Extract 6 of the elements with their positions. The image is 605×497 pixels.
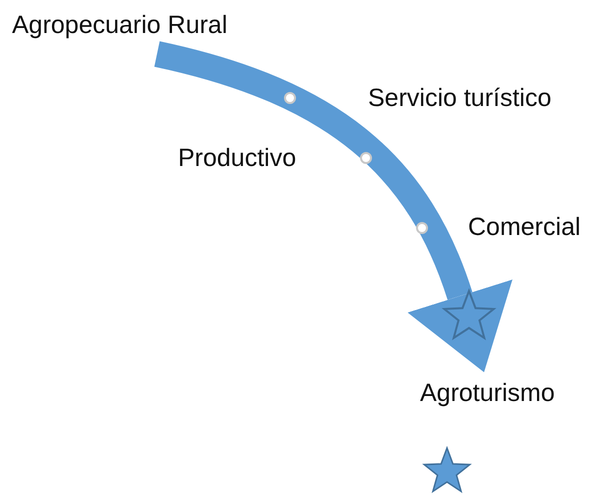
stage-label: Comercial [468, 212, 581, 242]
node-label: Agroturismo [420, 378, 555, 408]
node-label: Agropecuario Rural [12, 10, 228, 40]
stage-label: Productivo [178, 143, 296, 173]
curved-arrow [154, 41, 512, 372]
stage-label: Servicio turístico [368, 83, 552, 113]
